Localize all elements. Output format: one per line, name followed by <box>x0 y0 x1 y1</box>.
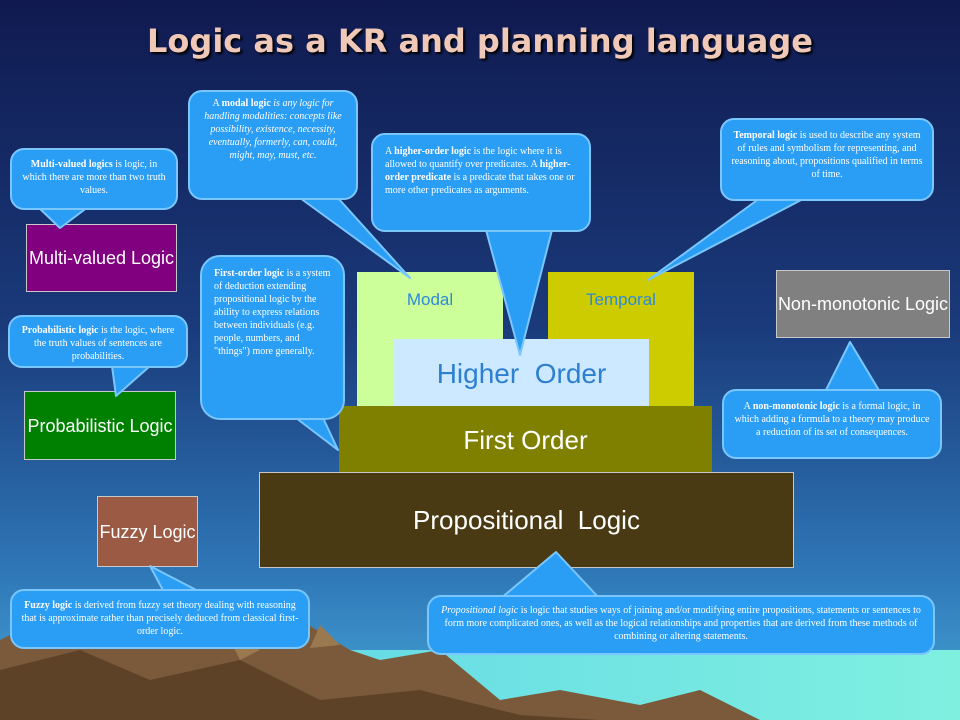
multi-valued-label: Multi-valued Logic <box>28 248 175 268</box>
multi-valued-callout: Multi-valued logics is logic, in which t… <box>10 148 178 210</box>
non-monotonic-label: Non-monotonic Logic <box>777 294 949 314</box>
callout-term: Fuzzy logic <box>24 600 73 611</box>
multi-valued-logic-box: Multi-valued Logic <box>26 224 177 292</box>
non-monotonic-logic-box: Non-monotonic Logic <box>776 270 950 338</box>
callout-text: is logic, in which there are more than t… <box>22 159 166 196</box>
callout-term: higher-order logic <box>394 146 472 157</box>
callout-term: Propositional logic <box>441 605 519 616</box>
probabilistic-callout: Probabilistic logic is the logic, where … <box>8 315 188 368</box>
callout-term: Probabilistic logic <box>21 325 99 336</box>
propositional-callout: Propositional logic is logic that studie… <box>427 595 935 655</box>
callout-text: is logic that studies ways of joining an… <box>444 605 921 642</box>
callout-text: A <box>385 146 395 157</box>
callout-text: is the logic, where the truth values of … <box>33 325 175 362</box>
callout-text: is a formal logic, in which adding a for… <box>734 401 930 438</box>
callout-text: A <box>212 98 222 109</box>
temporal-callout: Temporal logic is used to describe any s… <box>720 118 934 201</box>
callout-term: modal logic <box>221 98 271 109</box>
callout-term: Temporal logic <box>733 130 798 141</box>
callout-term: non-monotonic logic <box>752 401 840 412</box>
higher-order-label: Higher Order <box>436 358 607 389</box>
higher-order-block: Higher Order <box>394 339 649 409</box>
callout-term: Multi-valued logics <box>30 159 113 170</box>
callout-term: First-order logic <box>214 268 285 279</box>
propositional-label: Propositional Logic <box>413 504 640 535</box>
callout-text: is a system of deduction extending propo… <box>214 268 331 357</box>
callout-text: is a predicate that takes one or more ot… <box>385 172 575 196</box>
modal-callout: A modal logic is any logic for handling … <box>188 90 358 200</box>
fuzzy-label: Fuzzy Logic <box>99 521 196 542</box>
modal-label: Modal <box>406 290 454 309</box>
propositional-logic-block: Propositional Logic <box>259 472 794 568</box>
page-title: Logic as a KR and planning language <box>147 22 813 60</box>
callout-text: is any logic for handling modalities: co… <box>204 98 342 161</box>
fuzzy-callout: Fuzzy logic is derived from fuzzy set th… <box>10 589 310 649</box>
first-order-block: First Order <box>339 406 712 474</box>
probabilistic-logic-box: Probabilistic Logic <box>24 391 176 460</box>
callout-text: is the logic where it is allowed to quan… <box>385 146 562 170</box>
callout-term: higher-order predicate <box>385 159 571 183</box>
callout-text: is derived from fuzzy set theory dealing… <box>21 600 299 637</box>
non-monotonic-callout: A non-monotonic logic is a formal logic,… <box>722 389 942 459</box>
callout-text: A <box>743 401 753 412</box>
callout-text: is used to describe any system of rules … <box>731 130 923 180</box>
fuzzy-logic-box: Fuzzy Logic <box>97 496 198 567</box>
first-order-callout: First-order logic is a system of deducti… <box>200 255 345 420</box>
temporal-label: Temporal <box>586 290 656 309</box>
higher-order-callout: A higher-order logic is the logic where … <box>371 133 591 232</box>
first-order-label: First Order <box>463 424 588 455</box>
probabilistic-label: Probabilistic Logic <box>27 415 173 436</box>
